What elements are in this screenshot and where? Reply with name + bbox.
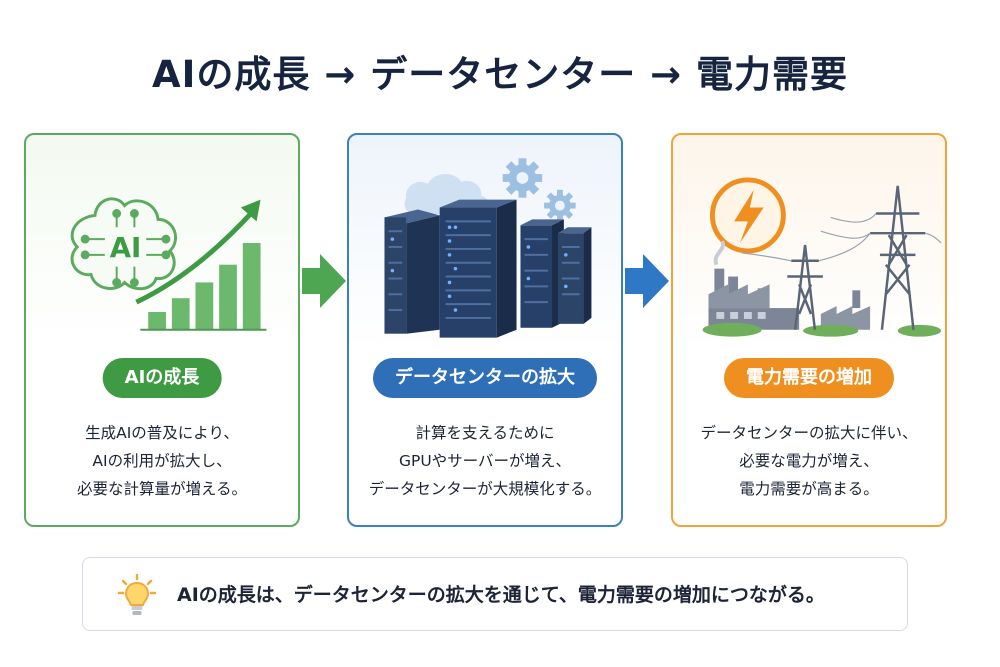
lightning-bolt-icon: [709, 177, 786, 254]
description-line: データセンターの拡大に伴い、: [700, 424, 918, 442]
datacenter-card: データセンターの拡大 計算を支えるために GPUやサーバーが増え、 データセンタ…: [347, 133, 623, 527]
datacenter-description: 計算を支えるために GPUやサーバーが増え、 データセンターが大規模化する。: [349, 419, 621, 503]
ai-growth-label: AIの成長: [102, 358, 222, 398]
power-tower-icon: [741, 185, 942, 330]
ai-growth-illustration: AI: [70, 197, 267, 331]
blue-arrow-icon: [625, 254, 669, 308]
power-demand-label: 電力需要の増加: [724, 358, 894, 398]
brain-circuit-icon: [70, 197, 177, 291]
description-line: 必要な電力が増え、: [739, 452, 879, 470]
description-line: データセンターが大規模化する。: [368, 480, 602, 498]
description-line: GPUやサーバーが増え、: [398, 452, 572, 470]
lightbulb-icon: [117, 573, 157, 615]
ai-growth-description: 生成AIの普及により、 AIの利用が拡大し、 必要な計算量が増える。: [26, 419, 298, 503]
summary-text: AIの成長は、データセンターの拡大を通じて、電力需要の増加につながる。: [177, 584, 825, 606]
gear-icon: [502, 158, 576, 222]
description-line: 電力需要が高まる。: [739, 480, 879, 498]
green-arrow-icon: [302, 254, 346, 308]
ai-icon-text: AI: [110, 231, 142, 264]
power-demand-card: 電力需要の増加 データセンターの拡大に伴い、 必要な電力が増え、 電力需要が高ま…: [671, 133, 947, 527]
description-line: AIの利用が拡大し、: [92, 452, 232, 470]
factory-icon: [702, 240, 942, 337]
ai-growth-card: AI AIの成長 生成AIの普及により、 AIの利用が拡大し、 必要な計算量が増…: [24, 133, 300, 527]
server-rack-icon: [384, 199, 592, 338]
page-title: AIの成長 → データセンター → 電力需要: [152, 53, 848, 96]
power-demand-illustration: [702, 177, 942, 337]
datacenter-illustration: [384, 158, 592, 338]
description-line: 計算を支えるために: [415, 424, 555, 442]
power-demand-description: データセンターの拡大に伴い、 必要な電力が増え、 電力需要が高まる。: [673, 419, 945, 503]
datacenter-label: データセンターの拡大: [373, 358, 597, 398]
description-line: 必要な計算量が増える。: [76, 480, 248, 498]
description-line: 生成AIの普及により、: [85, 424, 239, 442]
summary-box: AIの成長は、データセンターの拡大を通じて、電力需要の増加につながる。: [82, 557, 908, 631]
growth-bar-chart-icon: [135, 199, 267, 331]
